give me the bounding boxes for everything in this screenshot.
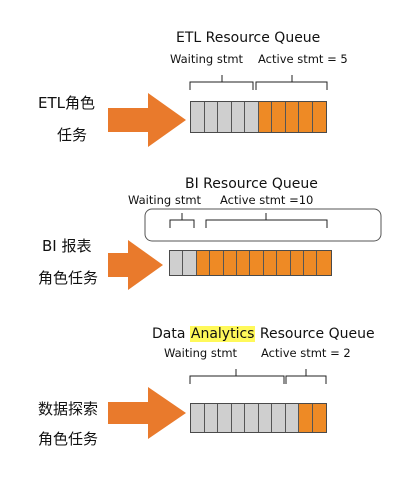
role-arrow-bi [108, 240, 163, 290]
waiting-brace-bi [169, 213, 195, 228]
active-slot-bi [277, 251, 291, 275]
role-label-analytics-line1: 数据探索 [38, 400, 99, 418]
active-brace-analytics [285, 369, 327, 384]
active-slot-etl [299, 102, 313, 132]
active-slot-etl [285, 102, 299, 132]
active-slot-etl [258, 102, 272, 132]
waiting-slot-etl [245, 102, 259, 132]
active-slot-bi [317, 251, 331, 275]
active-brace-bi [205, 213, 328, 228]
waiting-brace-etl [189, 75, 254, 90]
role-arrow-etl [108, 93, 186, 147]
queue-title-etl: ETL Resource Queue [176, 30, 321, 46]
role-label-etl-line2: 任务 [57, 126, 88, 144]
role-label-analytics-line2: 角色任务 [38, 430, 99, 448]
waiting-frame-bi [144, 208, 382, 242]
active-slot-analytics [312, 404, 326, 432]
queue-title-analytics-highlight: Analytics [189, 326, 256, 342]
waiting-slot-analytics [204, 404, 218, 432]
active-brace-etl [255, 75, 328, 90]
active-slot-etl [272, 102, 286, 132]
waiting-slot-etl [218, 102, 232, 132]
active-label-etl: Active stmt = 5 [258, 52, 348, 66]
active-slot-bi [290, 251, 305, 275]
active-slot-bi [223, 251, 238, 275]
waiting-slot-etl [231, 102, 245, 132]
waiting-slot-analytics [272, 404, 286, 432]
role-label-bi-line1: BI 报表 [42, 237, 92, 255]
queue-slots-bi [169, 250, 332, 276]
queue-title-analytics: Data Analytics Resource Queue [152, 326, 375, 342]
queue-title-analytics-suffix: Resource Queue [255, 326, 375, 342]
waiting-slot-bi [170, 251, 184, 275]
active-slot-bi [263, 251, 278, 275]
waiting-slot-analytics [218, 404, 232, 432]
waiting-slot-analytics [191, 404, 205, 432]
active-label-bi: Active stmt =10 [220, 193, 314, 207]
waiting-slot-analytics [231, 404, 245, 432]
active-slot-bi [196, 251, 211, 275]
active-slot-etl [312, 102, 326, 132]
active-slot-analytics [299, 404, 313, 432]
waiting-brace-analytics [189, 369, 285, 384]
waiting-slot-etl [204, 102, 218, 132]
active-label-analytics: Active stmt = 2 [261, 346, 351, 360]
waiting-label-bi: Waiting stmt [128, 193, 202, 207]
waiting-label-analytics: Waiting stmt [164, 346, 238, 360]
active-slot-bi [250, 251, 264, 275]
role-label-bi-line2: 角色任务 [38, 269, 99, 287]
waiting-slot-analytics [285, 404, 299, 432]
active-slot-bi [210, 251, 224, 275]
waiting-slot-etl [191, 102, 205, 132]
role-arrow-analytics [108, 387, 186, 439]
waiting-label-etl: Waiting stmt [170, 52, 244, 66]
waiting-slot-analytics [258, 404, 272, 432]
queue-title-analytics-prefix: Data [152, 326, 190, 342]
waiting-slot-bi [183, 251, 197, 275]
role-label-etl-line1: ETL角色 [38, 94, 95, 112]
waiting-slot-analytics [245, 404, 259, 432]
active-slot-bi [304, 251, 318, 275]
queue-title-bi: BI Resource Queue [185, 176, 318, 192]
queue-slots-etl [190, 101, 327, 133]
active-slot-bi [237, 251, 251, 275]
queue-slots-analytics [190, 403, 327, 433]
